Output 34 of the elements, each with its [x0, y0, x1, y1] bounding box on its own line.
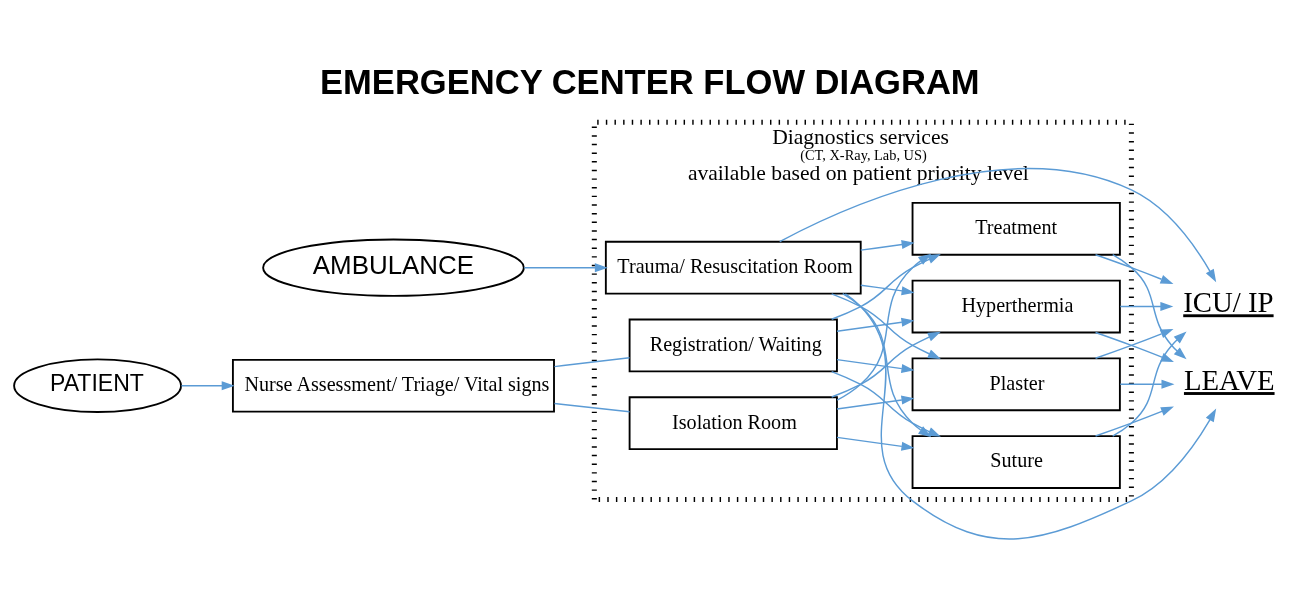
arrow	[1094, 406, 1174, 437]
arrow	[1094, 254, 1174, 284]
node-box: Plaster	[911, 357, 1121, 412]
node-text: LEAVE	[1183, 364, 1275, 397]
arrow	[1119, 302, 1174, 312]
node-text: ICU/ IP	[1183, 286, 1274, 319]
arrow	[830, 293, 941, 360]
arrow	[836, 317, 915, 332]
arrow	[836, 395, 915, 410]
arrow	[1111, 254, 1187, 360]
node-box: Suture	[911, 435, 1121, 489]
connector	[553, 356, 631, 368]
node-box: Isolation Room	[628, 396, 838, 451]
arrow	[836, 436, 915, 451]
arrow	[180, 381, 235, 391]
arrow	[860, 284, 915, 296]
arrow	[830, 331, 941, 398]
arrow	[860, 239, 915, 251]
node-ellipse: AMBULANCE	[262, 238, 525, 297]
arrow	[830, 254, 941, 320]
arrow	[1119, 379, 1175, 389]
node-box: Nurse Assessment/ Triage/ Vital signs	[231, 358, 555, 413]
diagram-title: EMERGENCY CENTER FLOW DIAGRAM	[320, 62, 980, 101]
arrow	[836, 253, 932, 401]
arrow	[779, 168, 1217, 283]
node-box: Treatment	[911, 201, 1121, 256]
node-ellipse: PATIENT	[13, 358, 182, 413]
node-box: Registration/ Waiting	[628, 318, 838, 373]
arrow	[844, 293, 1217, 540]
node-box: Hyperthermia	[911, 279, 1121, 334]
arrow	[836, 358, 915, 374]
arrow	[523, 263, 608, 273]
connector	[553, 402, 631, 413]
node-box: Trauma/ Resuscitation Room	[604, 240, 862, 295]
